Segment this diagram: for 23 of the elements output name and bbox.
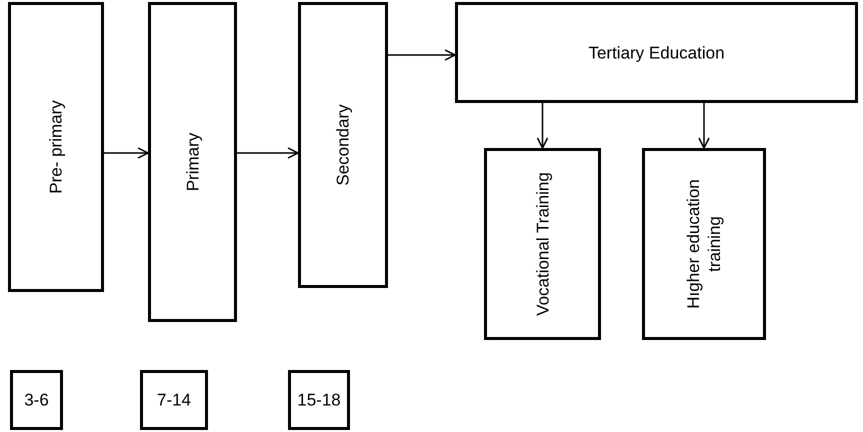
arrow	[388, 49, 456, 61]
age-box	[140, 370, 208, 430]
arrow	[698, 103, 710, 149]
stage-box	[642, 148, 766, 340]
stage-label: 7-14	[156, 389, 192, 411]
arrow	[237, 147, 299, 159]
stage-label: Vocational Training	[532, 171, 553, 318]
stage-box	[455, 2, 858, 103]
age-box	[288, 370, 350, 430]
stage-box	[148, 2, 237, 322]
stage-label: Secondary	[332, 103, 354, 188]
stage-label: Pre- primary	[45, 99, 66, 196]
arrow	[536, 103, 548, 149]
stage-label: 3-6	[23, 389, 50, 411]
stage-label: Primary	[182, 132, 203, 194]
stage-label: Hıgher education training	[682, 178, 725, 311]
stage-box	[484, 148, 601, 340]
stage-label: Tertiary Education	[587, 42, 726, 64]
stage-label: 15-18	[296, 389, 342, 411]
stage-box	[8, 2, 104, 292]
arrow	[104, 147, 149, 159]
stage-box	[298, 2, 388, 288]
age-box	[10, 370, 63, 430]
